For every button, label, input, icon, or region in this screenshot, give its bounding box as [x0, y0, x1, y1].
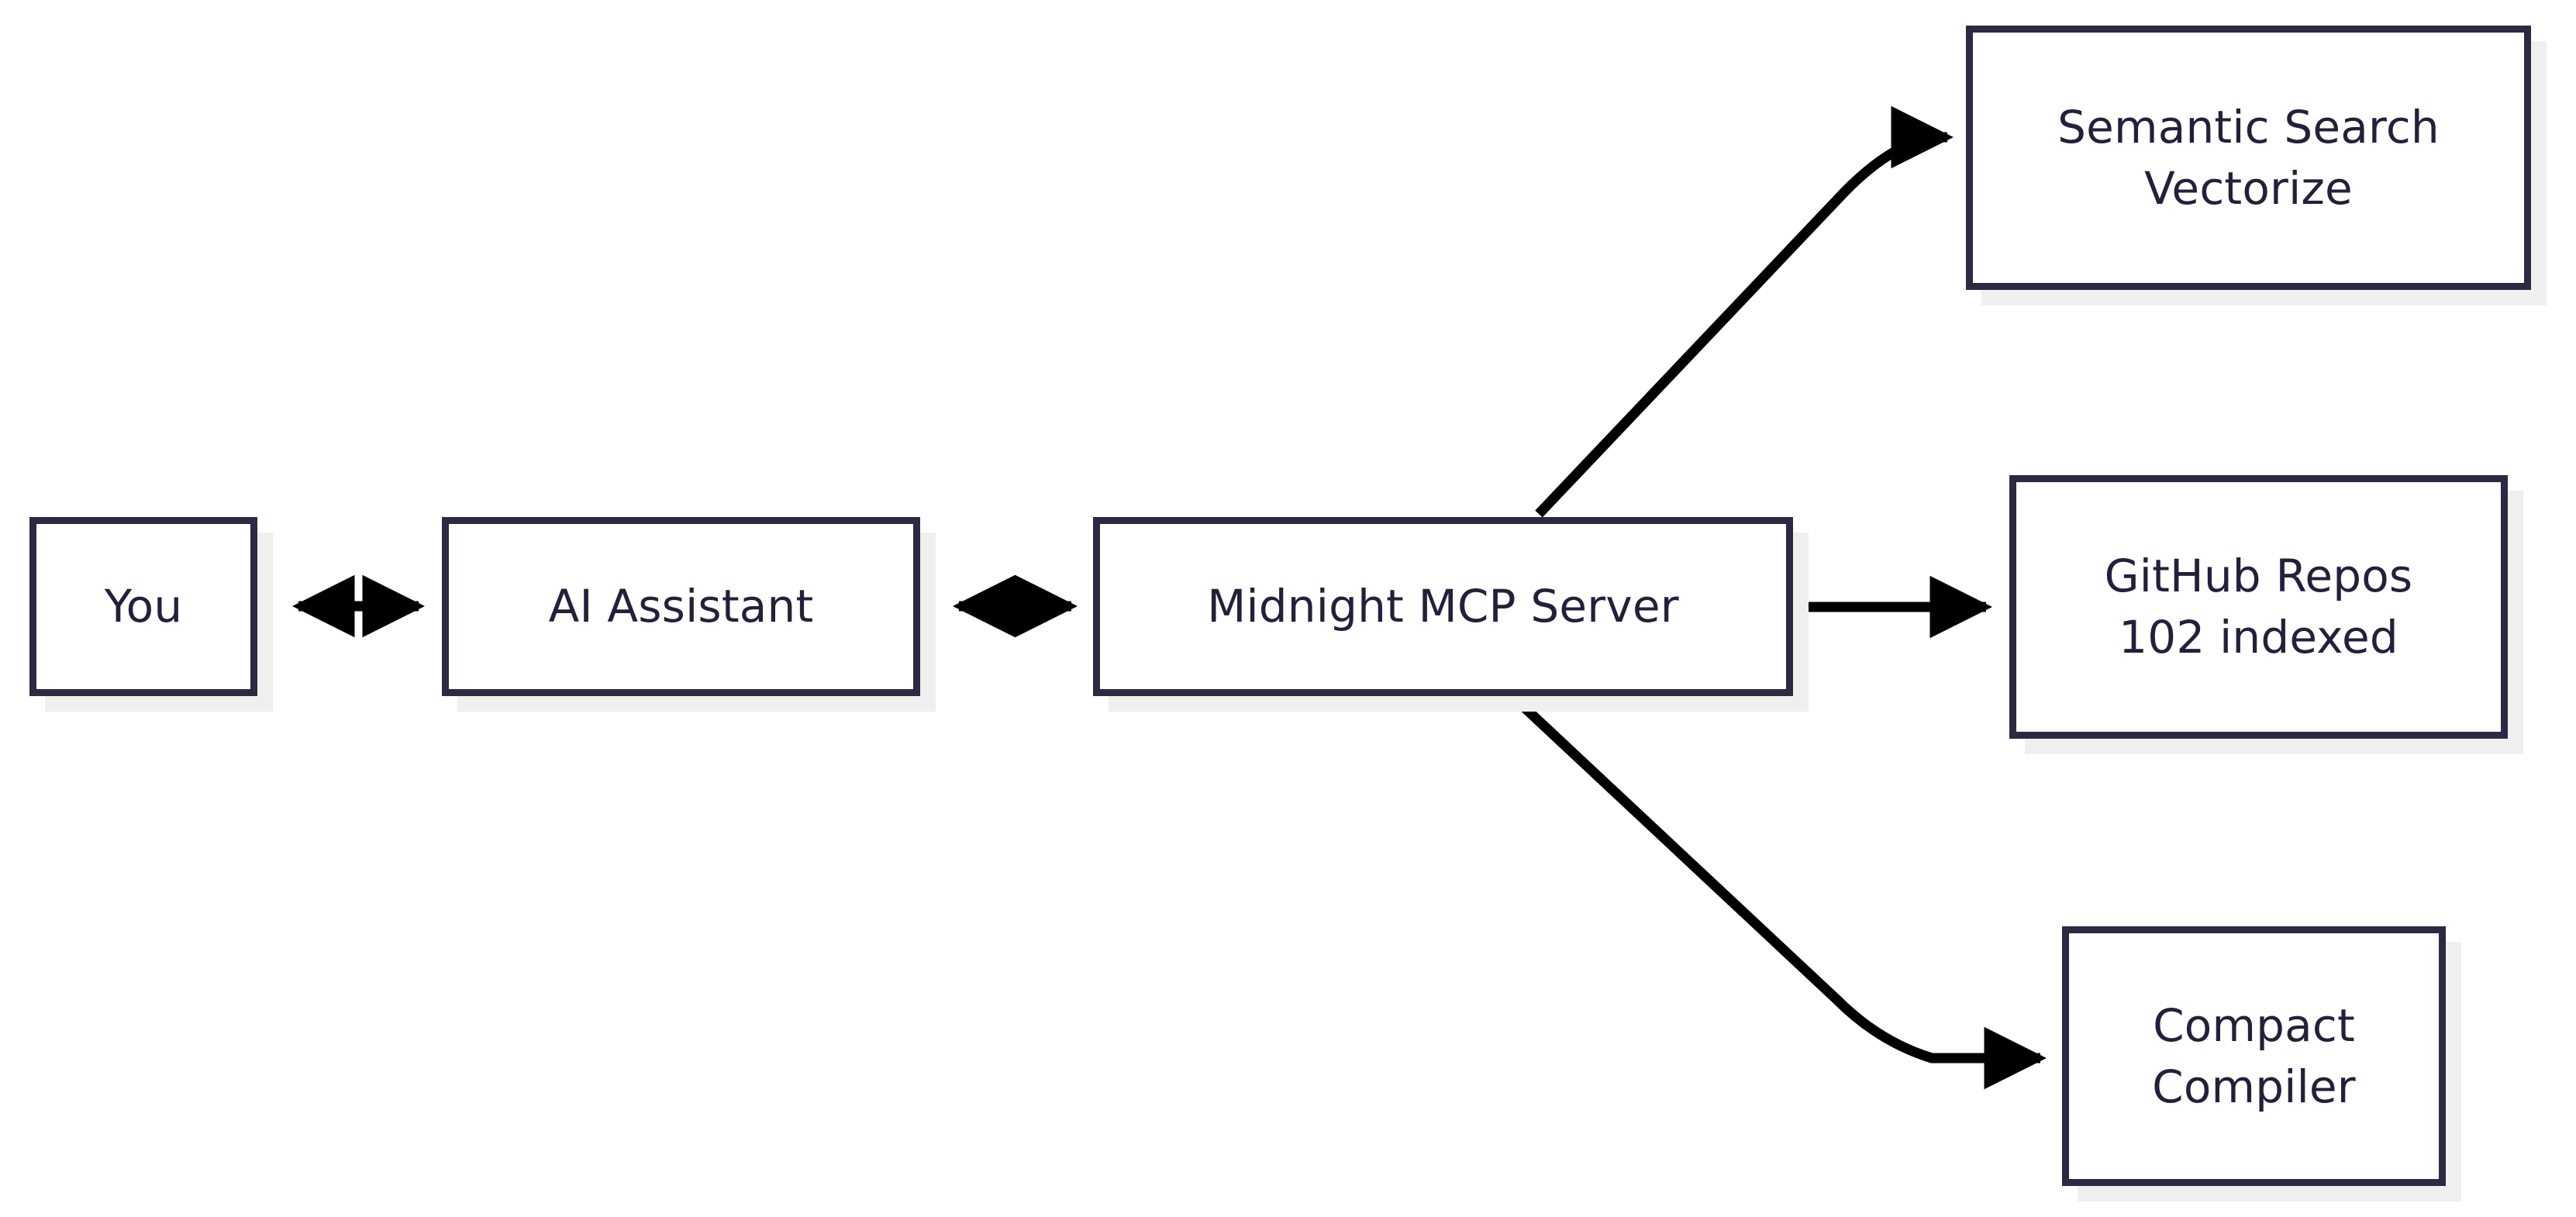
node-midnight-mcp-server[interactable]: Midnight MCP Server: [1093, 517, 1793, 696]
node-semantic-search-sublabel: Vectorize: [2144, 161, 2353, 215]
node-github-repos[interactable]: GitHub Repos 102 indexed: [2009, 475, 2508, 739]
node-compact-compiler-label: Compact: [2153, 998, 2355, 1052]
node-you-label: You: [104, 580, 183, 633]
edge-mcp-server-compact-compiler: [1512, 695, 2047, 1090]
node-ai-assistant-label: AI Assistant: [548, 580, 814, 633]
node-you[interactable]: You: [29, 517, 257, 696]
node-ai-assistant[interactable]: AI Assistant: [442, 517, 920, 696]
node-semantic-search[interactable]: Semantic Search Vectorize: [1966, 26, 2531, 290]
node-midnight-mcp-server-label: Midnight MCP Server: [1207, 580, 1679, 633]
node-github-repos-label: GitHub Repos: [2104, 550, 2413, 603]
node-compact-compiler-sublabel: Compiler: [2152, 1060, 2356, 1113]
node-github-repos-count: 102 indexed: [2119, 611, 2398, 664]
edge-mcp-server-semantic-search: [1535, 105, 1954, 518]
node-semantic-search-label: Semantic Search: [2057, 100, 2440, 153]
node-compact-compiler[interactable]: Compact Compiler: [2062, 926, 2446, 1186]
